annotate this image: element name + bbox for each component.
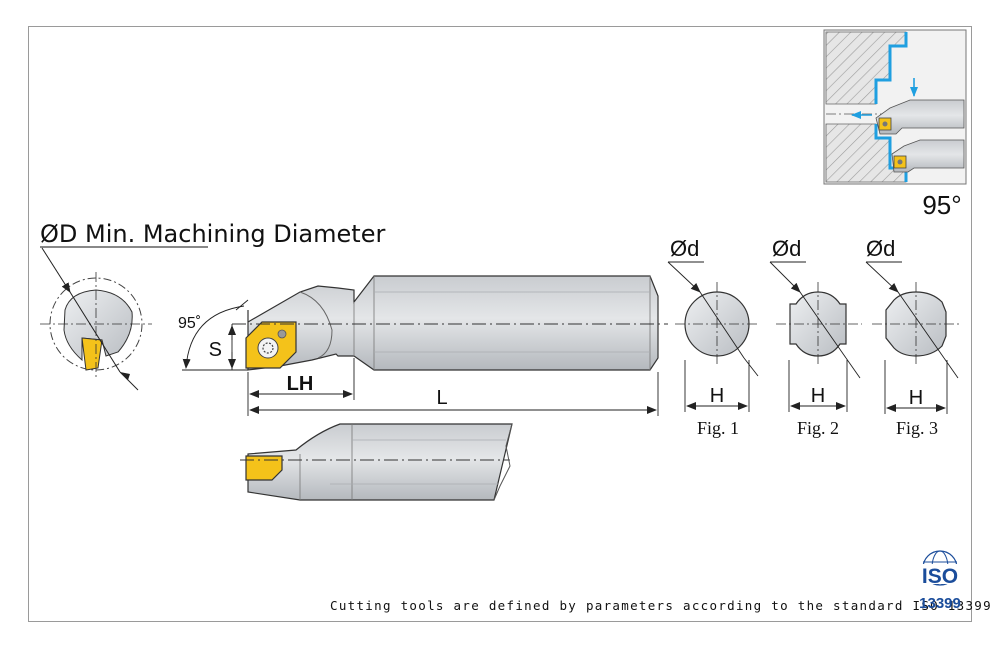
boring-bar-side-view xyxy=(232,275,668,371)
fig2-cross-section xyxy=(769,261,862,412)
iso-logo-text: ISO xyxy=(922,565,958,588)
inset-angle-label: 95° xyxy=(922,190,961,220)
fig2-h-label: H xyxy=(811,385,825,407)
approach-angle-dimension xyxy=(182,299,249,371)
iso-13399-logo: ISO 13399 xyxy=(914,550,966,612)
min-diameter-section-view xyxy=(40,247,152,391)
lh-dimension xyxy=(247,358,355,416)
fig3-diameter-label: Ød xyxy=(866,236,895,261)
fig2-diameter-label: Ød xyxy=(772,236,801,261)
fig3-h-label: H xyxy=(909,387,923,409)
standard-footer-text: Cutting tools are defined by parameters … xyxy=(330,598,992,613)
fig3-cross-section xyxy=(865,261,962,414)
boring-bar-top-view xyxy=(240,423,513,501)
iso-logo-number: 13399 xyxy=(919,595,961,612)
l-dimension xyxy=(249,372,659,416)
fig1-h-label: H xyxy=(710,385,724,407)
drawing-frame xyxy=(28,26,972,622)
inset-machining-view xyxy=(823,29,967,185)
fig1-cross-section xyxy=(667,261,760,412)
s-label: S xyxy=(209,339,222,361)
fig3-caption: Fig. 3 xyxy=(896,418,938,438)
fig1-diameter-label: Ød xyxy=(670,236,699,261)
l-label: L xyxy=(436,387,447,409)
fig1-caption: Fig. 1 xyxy=(697,418,739,438)
lh-label: LH xyxy=(287,373,314,395)
fig2-caption: Fig. 2 xyxy=(797,418,839,438)
page-title: ØD Min. Machining Diameter xyxy=(40,220,385,248)
approach-angle-label: 95˚ xyxy=(178,315,201,332)
